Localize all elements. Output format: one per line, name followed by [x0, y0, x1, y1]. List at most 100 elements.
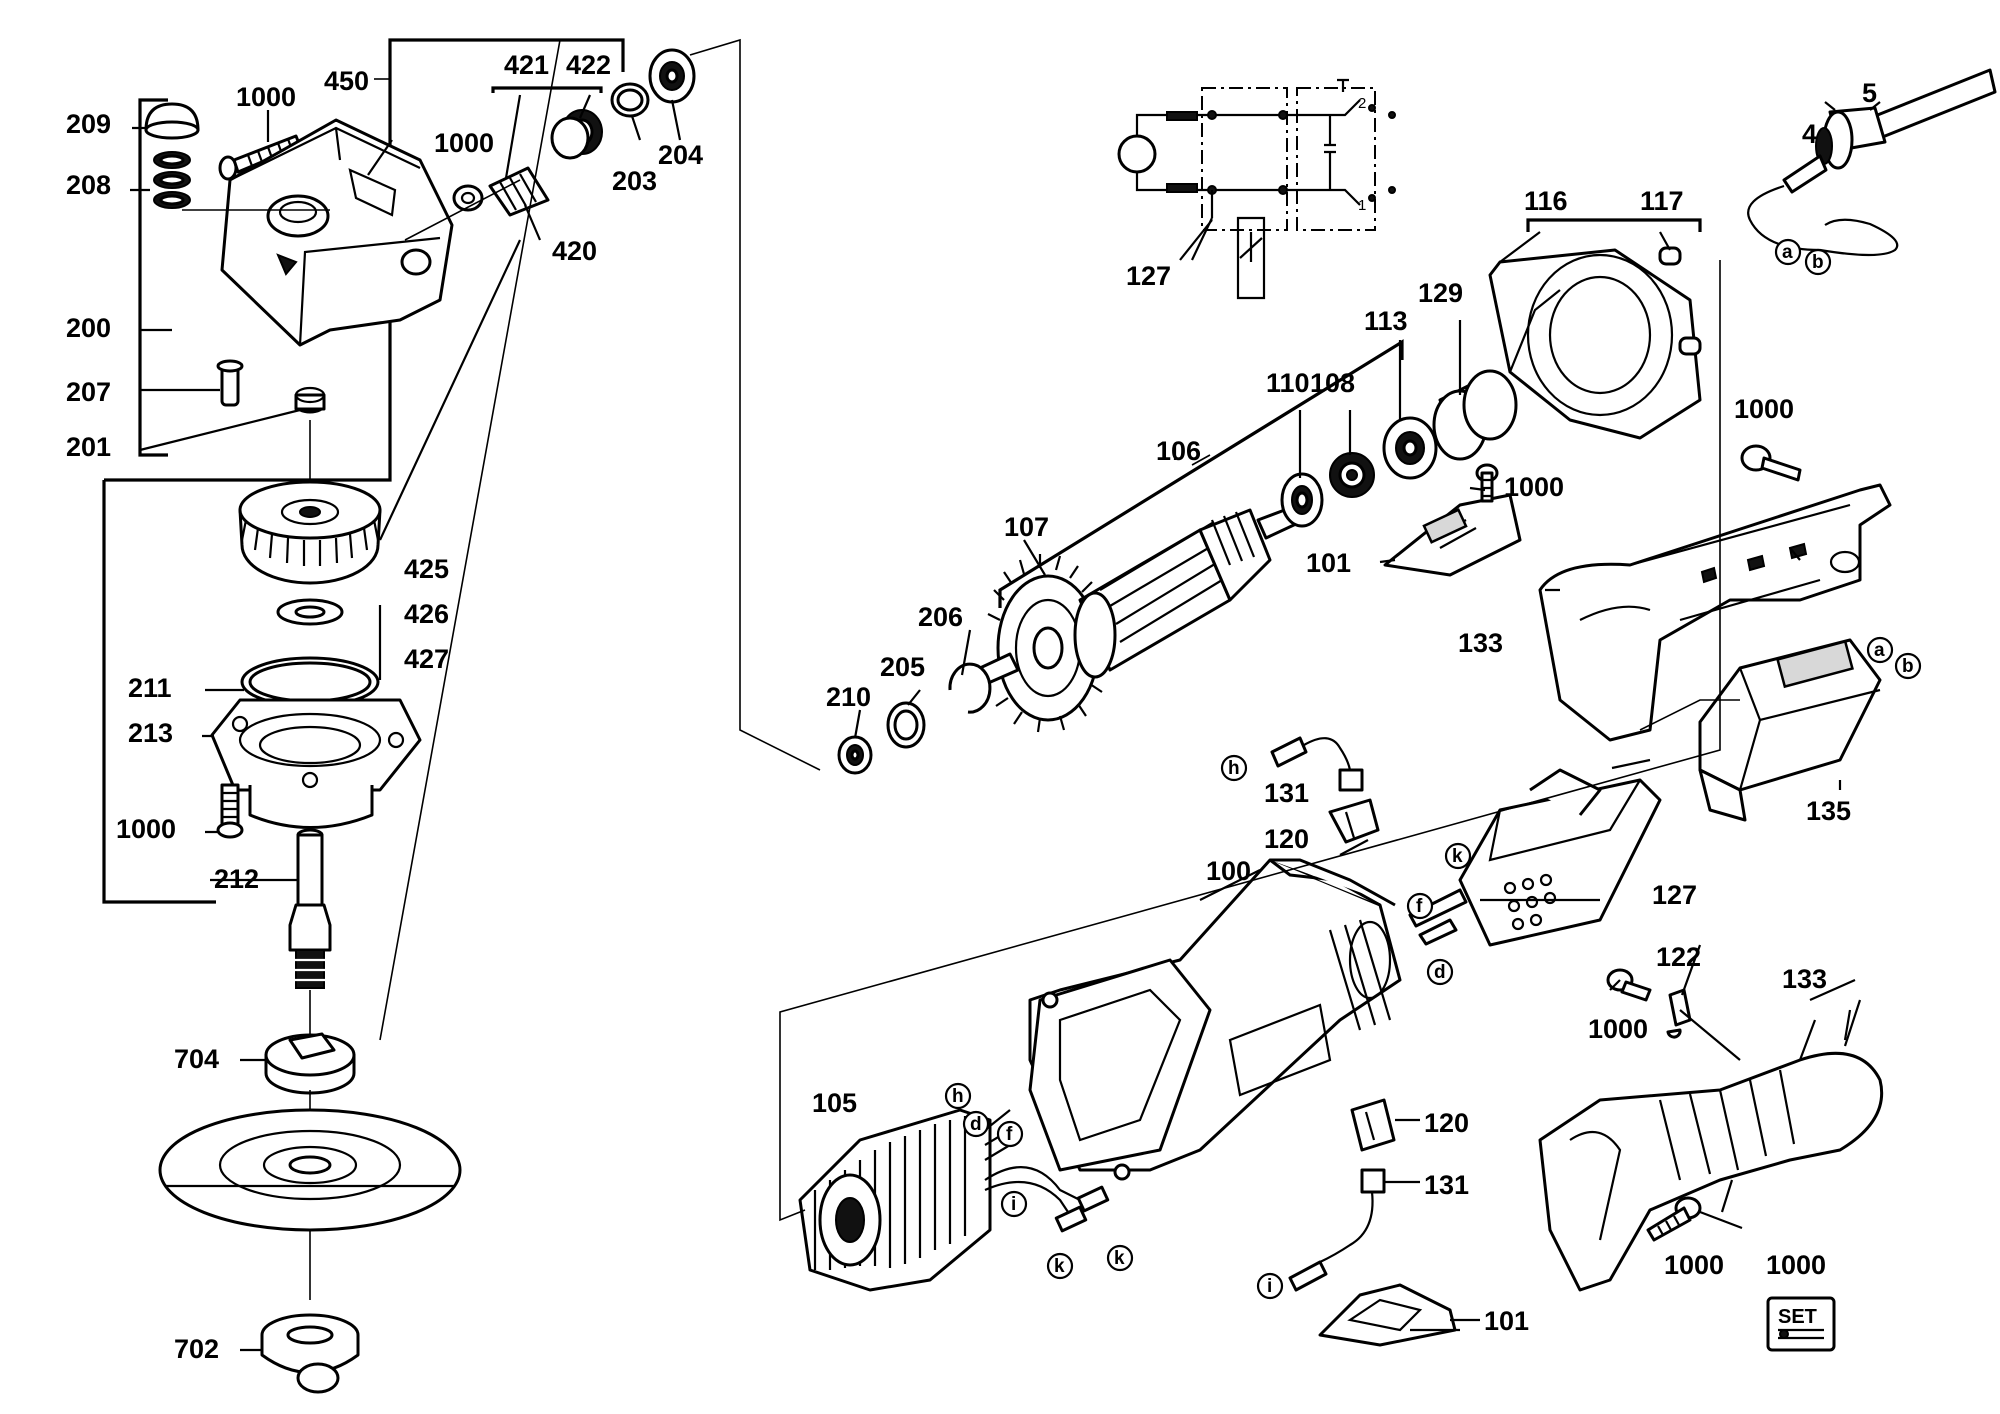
- callout-201: 201: [66, 432, 111, 462]
- switch-cover-101: [1383, 493, 1522, 577]
- circuit-terminal-1: 1: [1358, 197, 1366, 214]
- bearing-cup-113: [1382, 416, 1438, 480]
- callout-422: 422: [566, 50, 611, 80]
- wire-marker-d-stator: d: [970, 1114, 982, 1135]
- callout-labels: 209 208 200 207 201 1000 450 4 2 1 422 100…: [66, 50, 1877, 1364]
- callout-4: 4: [1802, 119, 1817, 149]
- cap-209: [144, 102, 200, 140]
- callout-127-board: 127: [1652, 880, 1697, 910]
- bevel-gear-420: [238, 480, 382, 585]
- wire-marker-i-stator: i: [1011, 1194, 1016, 1215]
- flange-213: [210, 698, 422, 829]
- wire-marker-a-switch: a: [1874, 640, 1885, 661]
- washer-425: [276, 598, 344, 626]
- callout-203: 203: [612, 166, 657, 196]
- callout-213: 213: [128, 718, 173, 748]
- callout-1000-screw-top: 1000: [236, 82, 296, 112]
- wire-131-top: [1270, 736, 1364, 792]
- bracket-106: [998, 339, 1404, 608]
- wire-marker-h-stator: h: [952, 1086, 964, 1107]
- bearing-108: [1329, 452, 1375, 498]
- callout-206: 206: [918, 602, 963, 632]
- switch-cover-101-bottom: [1318, 1283, 1457, 1347]
- circlip-206: [948, 662, 992, 714]
- callout-135: 135: [1806, 796, 1851, 826]
- wire-marker-b-cord: b: [1812, 252, 1824, 273]
- bracket-450-left: [102, 480, 216, 904]
- wire-131-bottom: [1288, 1168, 1386, 1292]
- callout-101-bottom: 101: [1484, 1306, 1529, 1336]
- callout-205: 205: [880, 652, 925, 682]
- callout-207: 207: [66, 377, 111, 407]
- wire-marker-f-board: f: [1416, 896, 1423, 917]
- callout-133-top: 133: [1458, 628, 1503, 658]
- callout-1000-switch-cover: 1000: [1504, 472, 1564, 502]
- callout-117: 117: [1640, 186, 1684, 216]
- bearing-422: [550, 109, 603, 160]
- callout-120-bottom: 120: [1424, 1108, 1469, 1138]
- bearing-210: [837, 735, 873, 775]
- callout-450: 450: [324, 66, 369, 96]
- gear-housing-200: [182, 118, 454, 347]
- gear-head-assembly: [102, 38, 821, 1394]
- callout-113: 113: [1364, 306, 1408, 336]
- handle-half-133: [1538, 483, 1892, 742]
- outer-nut-702: [260, 1313, 360, 1394]
- callout-420: 420: [552, 236, 597, 266]
- callout-204: 204: [658, 140, 703, 170]
- callout-5: 5: [1862, 78, 1877, 108]
- rear-housing-116: [1488, 218, 1702, 440]
- callout-105: 105: [812, 1088, 857, 1118]
- armature-core-106: [1073, 506, 1298, 679]
- wire-markers: a b a b h k f d h d f i k k i: [944, 238, 1922, 1300]
- screw-1000-handle-bottom: [1646, 1196, 1702, 1242]
- callout-108: 108: [1310, 368, 1355, 398]
- callout-100: 100: [1206, 856, 1251, 886]
- clamp-122: [1666, 988, 1741, 1061]
- callout-131-bottom: 131: [1424, 1170, 1469, 1200]
- callout-209: 209: [66, 109, 111, 139]
- callout-131-top: 131: [1264, 778, 1309, 808]
- screw-1000-switch: [1475, 463, 1499, 503]
- callout-704: 704: [174, 1044, 219, 1074]
- pin-207: [216, 359, 244, 407]
- retaining-ring-203: [610, 82, 650, 118]
- wire-marker-h-top: h: [1228, 758, 1240, 779]
- callout-122: 122: [1656, 942, 1701, 972]
- callout-1000-set: 1000: [1766, 1250, 1826, 1280]
- switch-135: [1698, 638, 1882, 822]
- bearing-110: [1280, 472, 1324, 528]
- connector-120-top: [1328, 798, 1380, 844]
- bushing-201: [294, 386, 326, 414]
- callout-212: 212: [214, 864, 259, 894]
- leader-lines: [130, 94, 1881, 1352]
- callout-1000-clamp: 1000: [1588, 1014, 1648, 1044]
- o-ring-211: [240, 656, 380, 708]
- wire-marker-k-board: k: [1452, 846, 1463, 867]
- callout-200: 200: [66, 313, 111, 343]
- callout-427: 427: [404, 644, 449, 674]
- callout-110: 110: [1266, 368, 1310, 398]
- callout-101-top: 101: [1306, 548, 1351, 578]
- bracket-200: [138, 98, 168, 457]
- wire-marker-f-stator: f: [1006, 1124, 1013, 1145]
- pinion-421: [488, 166, 550, 217]
- callout-702: 702: [174, 1334, 219, 1364]
- set-badge: SET: [1766, 1296, 1836, 1352]
- callout-1000-handle-bottom: 1000: [1664, 1250, 1724, 1280]
- callout-1000-flange-screw: 1000: [116, 814, 176, 844]
- wiring-schematic: 2 1: [1117, 78, 1396, 300]
- callout-426: 426: [404, 599, 449, 629]
- callout-120-top: 120: [1264, 824, 1309, 854]
- motor-housing-100: [1028, 858, 1402, 1181]
- field-stator-105: [798, 1108, 1110, 1292]
- callout-133-bottom: 133: [1782, 964, 1827, 994]
- sleeve-129: [1432, 369, 1518, 461]
- circuit-terminal-2: 2: [1358, 95, 1366, 112]
- callout-208: 208: [66, 170, 111, 200]
- screw-1000-flange: [216, 783, 244, 839]
- callout-425: 425: [404, 554, 449, 584]
- wire-marker-k-stator-2: k: [1114, 1248, 1125, 1269]
- power-cord: [1747, 68, 1997, 257]
